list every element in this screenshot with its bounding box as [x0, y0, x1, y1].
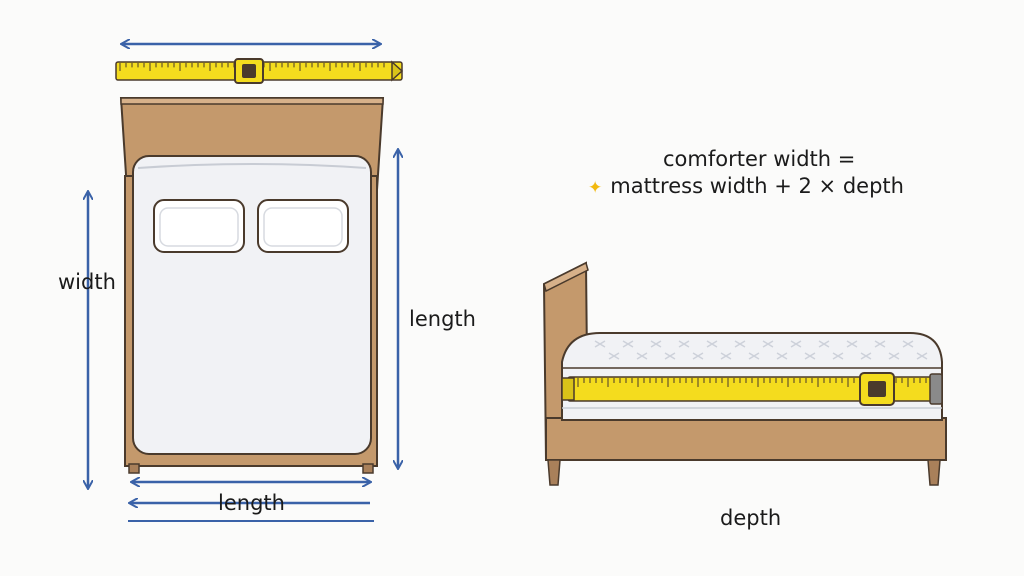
- label-depth: depth: [720, 506, 782, 530]
- formula-line-2-wrap: ✦ mattress width + 2 × depth: [588, 174, 904, 198]
- tape-measure-top: [115, 58, 404, 84]
- tape-measure-side: [561, 372, 943, 406]
- side-frame: [545, 417, 947, 461]
- label-length-right: length: [409, 307, 476, 331]
- sparkle-icon: ✦: [588, 178, 603, 198]
- label-length-bottom: length: [218, 491, 285, 515]
- label-width: width: [58, 270, 116, 294]
- formula-line-2: mattress width + 2 × depth: [610, 174, 904, 198]
- top-view-bed: [119, 97, 385, 474]
- formula-line-1: comforter width =: [663, 147, 856, 171]
- pillow-left: [153, 199, 245, 253]
- pillow-right: [257, 199, 349, 253]
